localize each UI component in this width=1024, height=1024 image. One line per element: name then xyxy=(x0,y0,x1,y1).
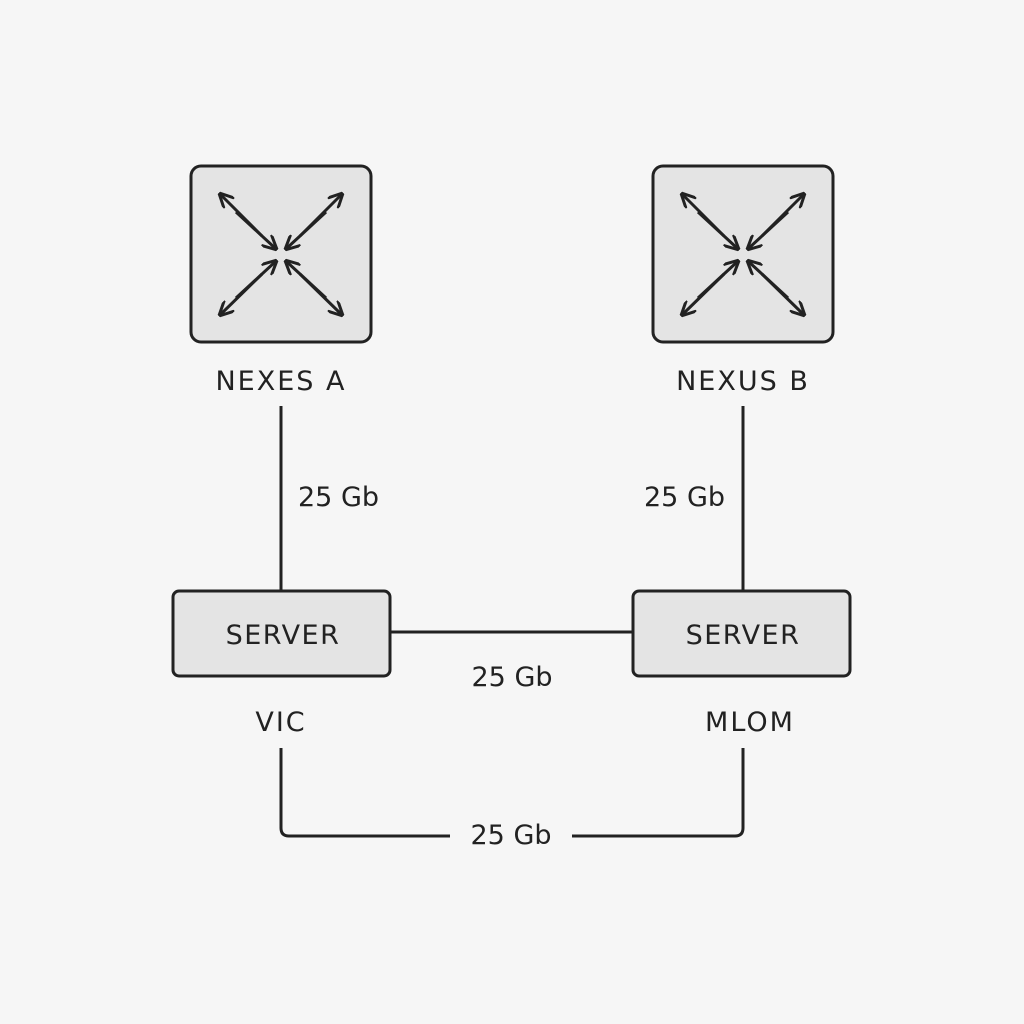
switch-nexus-a xyxy=(189,164,373,344)
server-right-label: SERVER xyxy=(686,620,801,651)
switch-nexus-b xyxy=(651,164,835,344)
link-server-speed-label: 25 Gb xyxy=(472,662,553,693)
switch-icon xyxy=(683,195,803,314)
server-left-label: SERVER xyxy=(226,620,341,651)
link-vic-mlom-speed-label: 25 Gb xyxy=(471,820,552,851)
switch-icon xyxy=(221,195,341,314)
switch-b-label: NEXUS B xyxy=(676,366,810,397)
link-vic-to-mlom xyxy=(279,748,745,838)
switch-a-label: NEXES A xyxy=(215,366,346,397)
mlom-port-label: MLOM xyxy=(705,707,795,738)
link-b-speed-label: 25 Gb xyxy=(644,482,725,513)
link-a-speed-label: 25 Gb xyxy=(298,482,379,513)
vic-port-label: VIC xyxy=(255,707,306,738)
